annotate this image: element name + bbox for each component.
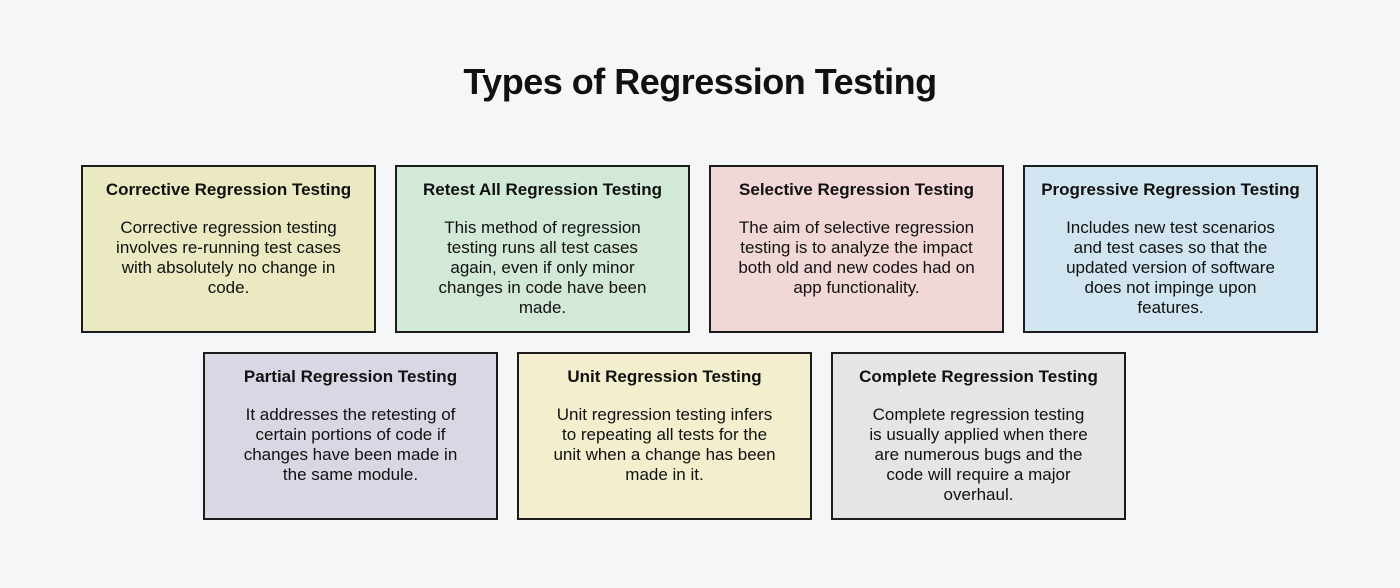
card-partial-regression-testing: Partial Regression Testing It addresses t… bbox=[203, 352, 498, 520]
card-body: Includes new test scenarios and test cas… bbox=[1066, 218, 1275, 317]
card-title: Corrective Regression Testing bbox=[105, 180, 352, 199]
card-body: It addresses the retesting of certain po… bbox=[243, 405, 458, 484]
card-body: This method of regression testing runs a… bbox=[438, 218, 647, 317]
card-title: Unit Regression Testing bbox=[567, 367, 762, 386]
card-title: Partial Regression Testing bbox=[243, 367, 458, 386]
card-body: Complete regression testing is usually a… bbox=[869, 405, 1088, 504]
diagram-canvas: Types of Regression Testing Corrective R… bbox=[81, 61, 1400, 520]
card-title: Complete Regression Testing bbox=[859, 367, 1098, 386]
card-row-bottom: Partial Regression Testing It addresses t… bbox=[203, 352, 1400, 520]
card-body: The aim of selective regression testing … bbox=[738, 218, 975, 297]
card-title: Progressive Regression Testing bbox=[1041, 180, 1300, 199]
card-title: Retest All Regression Testing bbox=[423, 180, 662, 199]
card-body: Unit regression testing infers to repeat… bbox=[553, 405, 776, 484]
card-body: Corrective regression testing involves r… bbox=[116, 218, 341, 297]
card-title: Selective Regression Testing bbox=[739, 180, 974, 199]
page-title: Types of Regression Testing bbox=[463, 61, 937, 102]
